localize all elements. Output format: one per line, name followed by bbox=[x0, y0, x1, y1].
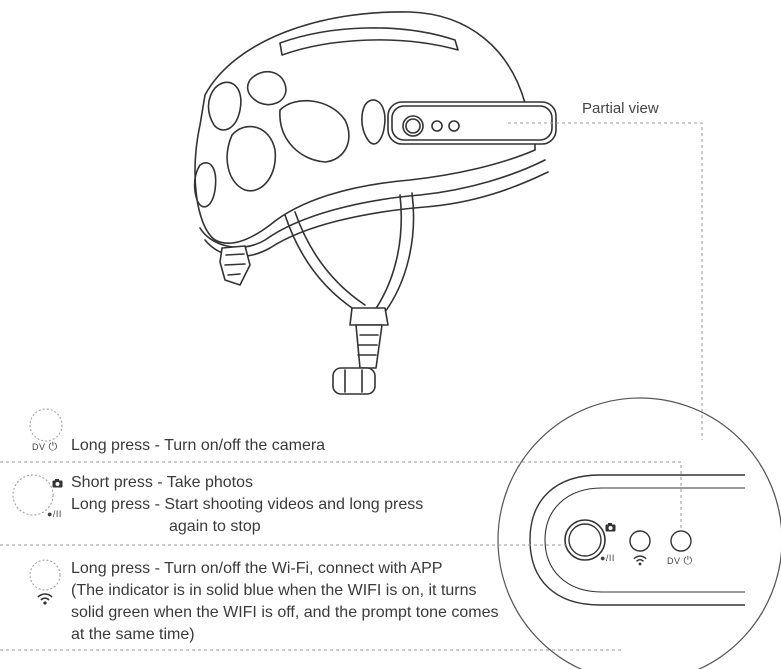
wifi-instruction-3: solid green when the WIFI is off, and th… bbox=[71, 604, 499, 621]
detail-wifi-icon bbox=[633, 553, 647, 566]
detail-dv-label: DV bbox=[667, 556, 681, 566]
partial-view-detail bbox=[497, 397, 781, 669]
camera-instruction-1: Short press - Take photos bbox=[71, 474, 254, 491]
camera-instruction-2: Long press - Start shooting videos and l… bbox=[71, 496, 424, 513]
record-pause-icon: ●/II bbox=[47, 509, 62, 519]
detail-power-label: DV ⏻ bbox=[667, 555, 693, 568]
power-dv-label: DV ⏻ bbox=[32, 441, 58, 454]
detail-power-icon: ⏻ bbox=[683, 555, 693, 567]
detail-camera-icon bbox=[605, 519, 616, 532]
wifi-instruction-2: (The indicator is in solid blue when the… bbox=[71, 582, 477, 599]
wifi-instruction-4: at the same time) bbox=[71, 626, 195, 643]
wifi-icon bbox=[37, 592, 53, 605]
helmet-illustration bbox=[193, 11, 557, 395]
power-instruction: Long press - Turn on/off the camera bbox=[71, 437, 326, 454]
wifi-instruction-1: Long press - Turn on/off the Wi-Fi, conn… bbox=[71, 560, 443, 577]
partial-view-label: Partial view bbox=[582, 100, 659, 117]
power-icon: ⏻ bbox=[48, 441, 58, 453]
legend-circles bbox=[12, 408, 63, 591]
detail-record-pause-icon: ●/II bbox=[600, 553, 615, 563]
camera-icon bbox=[52, 475, 63, 488]
camera-instruction-3: again to stop bbox=[169, 518, 261, 535]
leader-lines bbox=[0, 122, 703, 651]
dv-label: DV bbox=[32, 442, 46, 452]
